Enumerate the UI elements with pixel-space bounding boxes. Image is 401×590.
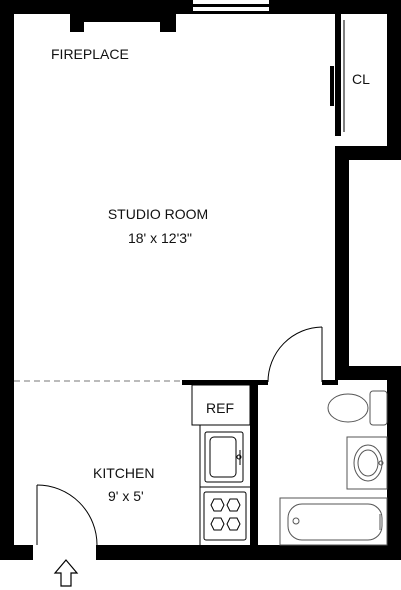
studio-room-label: STUDIO ROOM [108,206,208,222]
closet-walls [330,14,345,136]
bathroom-door [267,326,323,383]
fireplace-label: FIREPLACE [51,46,129,62]
fireplace [70,14,176,32]
kitchen-label: KITCHEN [93,465,154,481]
kitchen-sink [204,431,244,483]
kitchen-dimensions: 9' x 5' [108,488,144,504]
entry-door [36,484,98,546]
closet-label: CL [352,71,370,87]
interior-walls [182,380,338,550]
kitchen-stove [203,491,247,541]
bathroom-sink [346,436,388,490]
entry-arrow-icon [53,559,79,587]
bathtub [279,497,388,546]
kitchen-counter [191,384,251,545]
exterior-walls [0,0,401,560]
refrigerator-label: REF [206,400,234,416]
studio-room-dimensions: 18' x 12'3" [128,230,192,246]
toilet [327,390,388,426]
